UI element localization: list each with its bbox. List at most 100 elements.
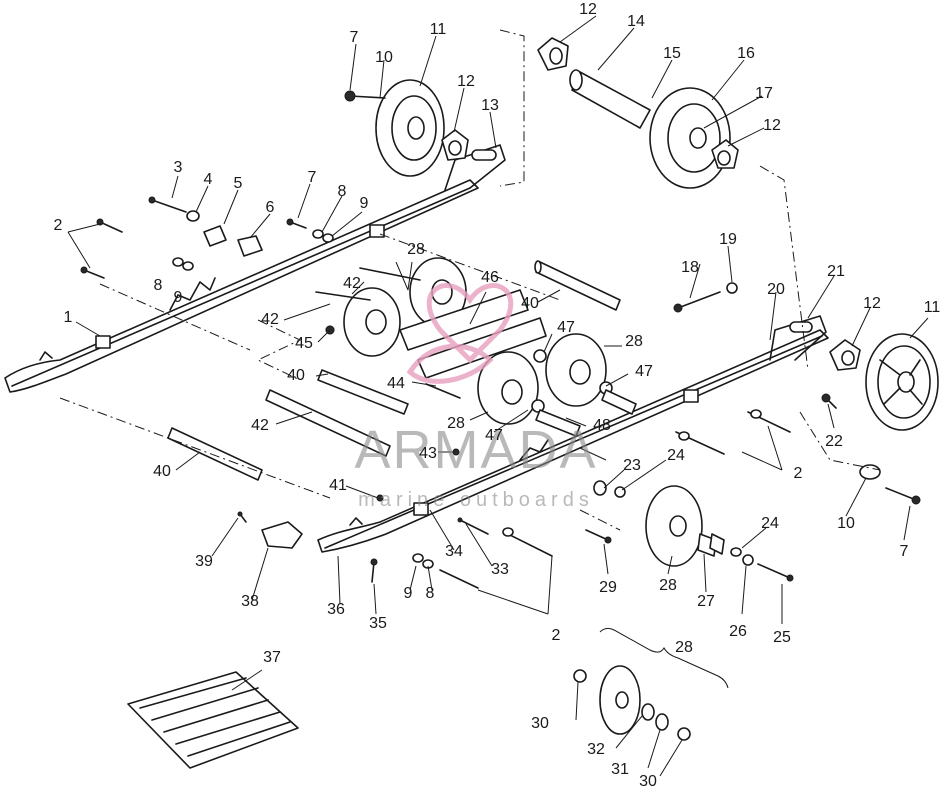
wheel-28-c: [477, 351, 539, 425]
callout-c4: 4: [204, 171, 213, 188]
callout-c7a: 7: [350, 29, 359, 46]
callout-c31: 31: [611, 761, 629, 778]
callout-c2b: 2: [794, 465, 803, 482]
callout-c9b: 9: [174, 289, 183, 306]
rear-bracket-right: [769, 315, 827, 361]
callout-c27: 27: [697, 593, 715, 610]
callout-c47b: 47: [635, 363, 653, 380]
callout-c28-detail: 28: [675, 639, 693, 656]
callout-c9c: 9: [404, 585, 413, 602]
callout-c37: 37: [263, 649, 281, 666]
callout-c2a: 2: [54, 217, 63, 234]
callout-c15: 15: [663, 45, 681, 62]
callout-c47c: 47: [485, 427, 503, 444]
wheel-28-d: [545, 333, 607, 407]
callout-c13: 13: [481, 97, 499, 114]
watermark-tagline: marine outboards: [358, 489, 594, 511]
bearing-cap-12b: [537, 37, 569, 71]
callout-c24b: 24: [761, 515, 779, 532]
callout-c5: 5: [234, 175, 243, 192]
wear-strip-37: [127, 671, 299, 769]
callout-c23: 23: [623, 457, 641, 474]
left-rail: [4, 179, 479, 393]
callout-c11b: 11: [924, 299, 941, 316]
callout-c20: 20: [767, 281, 785, 298]
callout-c11a: 11: [430, 21, 447, 38]
callout-c46: 46: [481, 269, 499, 286]
callout-c40c: 40: [153, 463, 171, 480]
callout-c6: 6: [266, 199, 275, 216]
callout-c43: 43: [419, 445, 437, 462]
axle-14: [569, 69, 651, 129]
callout-c38: 38: [241, 593, 259, 610]
watermark-logo: ARMADA marine outboards: [354, 283, 597, 511]
callout-c39: 39: [195, 553, 213, 570]
idler-wheel-16: [649, 87, 731, 189]
callout-c12a: 12: [579, 1, 597, 18]
callout-c30a: 30: [531, 715, 549, 732]
callout-c14: 14: [627, 13, 645, 30]
leader-lines: [67, 15, 929, 777]
callout-c32: 32: [587, 741, 605, 758]
callout-c41: 41: [329, 477, 347, 494]
callout-c18: 18: [681, 259, 699, 276]
callout-c10b: 10: [837, 515, 855, 532]
bearing-cap-12: [441, 129, 469, 161]
callout-c7b: 7: [308, 169, 317, 186]
callout-c7c: 7: [900, 543, 909, 560]
callout-labels: 2 1 3 4 5 6 7 8 9 8 9 7 10 11 12 13 12 1…: [54, 1, 941, 790]
callout-c40a: 40: [521, 295, 539, 312]
bearing-cap-12c: [711, 139, 739, 169]
callout-c34: 34: [445, 543, 463, 560]
rear-bracket-left: [444, 144, 506, 191]
callout-c16: 16: [737, 45, 755, 62]
callout-c45: 45: [295, 335, 313, 352]
callout-c36: 36: [327, 601, 345, 618]
callout-c22: 22: [825, 433, 843, 450]
callout-c30b: 30: [639, 773, 657, 787]
callout-c12c: 12: [763, 117, 781, 134]
callout-c28c: 28: [625, 333, 643, 350]
right-rail: [317, 329, 829, 553]
callout-c42b: 42: [261, 311, 279, 328]
callout-c8c: 8: [426, 585, 435, 602]
bearing-cap-12d: [829, 339, 861, 371]
callout-c47a: 47: [557, 319, 575, 336]
idler-wheel-11-right: [865, 333, 939, 431]
callout-c42c: 42: [251, 417, 269, 434]
callout-c19: 19: [719, 231, 737, 248]
callout-c40b: 40: [287, 367, 305, 384]
center-lines: [59, 29, 881, 531]
callout-c12b: 12: [457, 73, 475, 90]
callout-c44: 44: [387, 375, 405, 392]
callout-c28d: 28: [447, 415, 465, 432]
callout-c21: 21: [827, 263, 845, 280]
callout-c8a: 8: [338, 183, 347, 200]
callout-c29: 29: [599, 579, 617, 596]
callout-c26: 26: [729, 623, 747, 640]
cross-shafts: [167, 260, 621, 481]
callout-c24a: 24: [667, 447, 685, 464]
callout-c48: 48: [593, 417, 611, 434]
callout-c2c: 2: [552, 627, 561, 644]
callout-c10a: 10: [375, 49, 393, 66]
callout-c1: 1: [64, 309, 73, 326]
callout-c9a: 9: [360, 195, 369, 212]
watermark-brand: ARMADA: [354, 420, 597, 480]
callout-c17: 17: [755, 85, 773, 102]
callout-c28e: 28: [659, 577, 677, 594]
idler-wheel-11-top: [344, 79, 445, 177]
callout-c33: 33: [491, 561, 509, 578]
callout-c12d: 12: [863, 295, 881, 312]
wheel-28-a: [343, 287, 401, 357]
hardware: [80, 196, 921, 589]
callout-c42a: 42: [343, 275, 361, 292]
wheel-28-e: [645, 485, 717, 567]
wheel-28-detail: [573, 665, 691, 741]
callout-c28b: 28: [407, 241, 425, 258]
callout-c25: 25: [773, 629, 791, 646]
callout-c35: 35: [369, 615, 387, 632]
callout-c8b: 8: [154, 277, 163, 294]
